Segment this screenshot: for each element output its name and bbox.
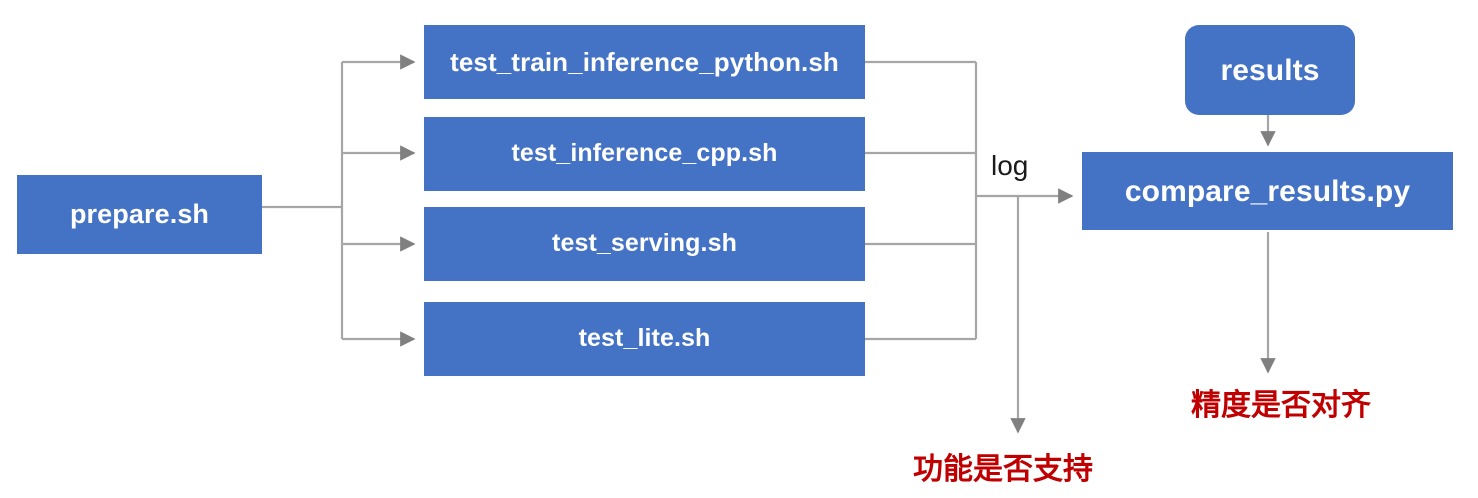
node-test-inference-cpp-sh[interactable]: test_inference_cpp.sh [424,117,865,191]
node-prepare-sh[interactable]: prepare.sh [17,175,262,254]
node-test-serving-sh[interactable]: test_serving.sh [424,207,865,281]
node-test-train-inference-python-sh[interactable]: test_train_inference_python.sh [424,25,865,99]
edge-prepare-to-bus [262,62,344,339]
node-results[interactable]: results [1185,25,1355,115]
node-compare-results-py[interactable]: compare_results.py [1082,152,1453,230]
edge-label-log: log [991,150,1029,181]
node-test-lite-sh[interactable]: test_lite.sh [424,302,865,376]
note-precision-aligned: 精度是否对齐 [1191,389,1371,422]
note-function-supported: 功能是否支持 [913,453,1093,486]
